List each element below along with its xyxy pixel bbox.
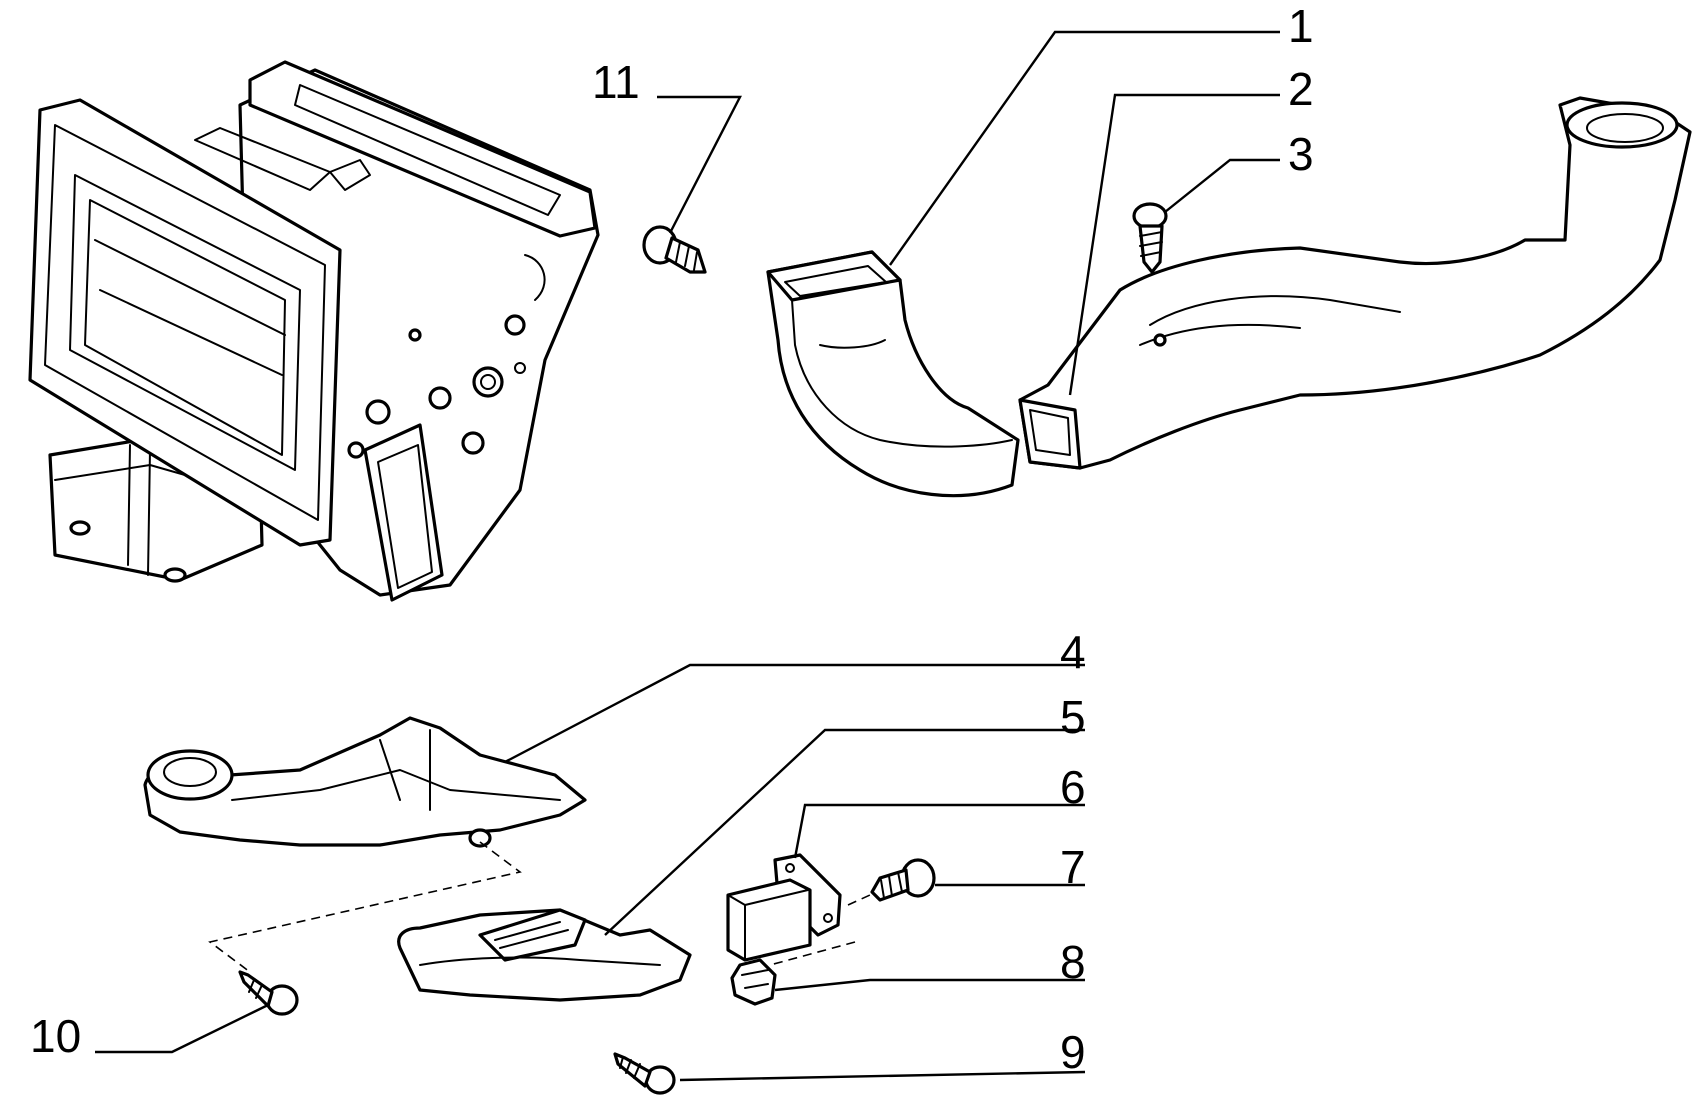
part-6-outlet [726, 853, 842, 962]
callout-5: 5 [1060, 691, 1086, 743]
part-5-duct [397, 908, 692, 1002]
callout-1: 1 [1288, 0, 1314, 52]
callout-7: 7 [1060, 841, 1086, 893]
part-10-screw [238, 970, 299, 1016]
callout-2: 2 [1288, 63, 1314, 115]
callout-3: 3 [1288, 128, 1314, 180]
part-4-duct [143, 716, 587, 848]
callout-9: 9 [1060, 1026, 1086, 1078]
callout-6: 6 [1060, 761, 1086, 813]
part-3-screw [1132, 202, 1168, 274]
callout-10: 10 [30, 1010, 81, 1062]
part-11-screw [642, 225, 707, 274]
part-9-screw [613, 1052, 676, 1095]
callout-labels: 1 2 3 4 5 6 7 8 9 10 11 [30, 0, 1314, 1078]
leader-lines [95, 30, 1280, 1082]
callout-11: 11 [592, 56, 640, 108]
callout-4: 4 [1060, 626, 1086, 678]
part-8-clip [730, 958, 777, 1006]
part-2-long-duct [1018, 96, 1692, 470]
callout-8: 8 [1060, 936, 1086, 988]
assembly-lines [208, 841, 871, 973]
heater-housing [28, 60, 600, 602]
part-7-screw [870, 858, 936, 902]
part-1-curved-duct [766, 250, 1020, 498]
